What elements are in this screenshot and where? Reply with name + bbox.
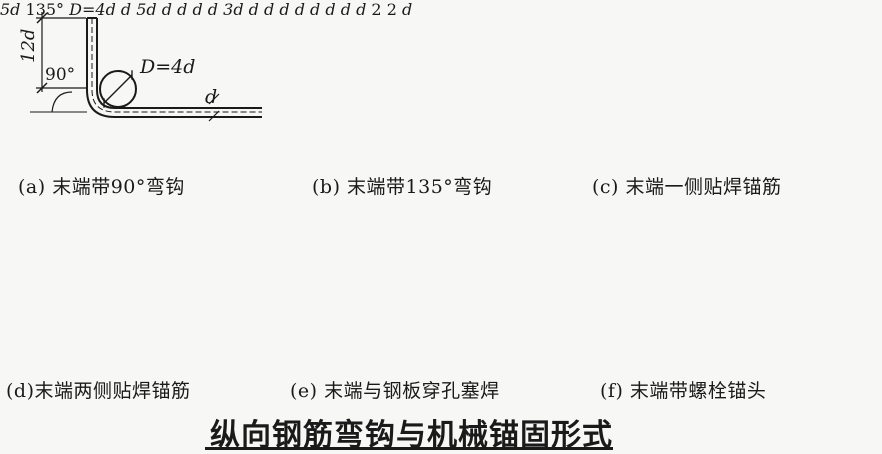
- panel-a-90-hook: 12d 90° D=4d d: [18, 12, 262, 122]
- section-circle-d-1: d d d: [295, 0, 341, 19]
- panel-b-straight-length: 5d: [0, 0, 21, 19]
- section-circle-d-2: d d d: [295, 0, 341, 19]
- welded-short-bar-c: 5d d d d d: [136, 0, 223, 19]
- panel-a-mandrel-label: D=4d: [139, 56, 195, 78]
- panel-b-135-hook: 5d 135° D=4d d: [0, 0, 136, 19]
- panel-d-caption: (d)末端两侧贴焊锚筋: [6, 380, 191, 402]
- plate-detail-e: 2 2: [371, 0, 402, 19]
- bar-a-inner: [96, 18, 262, 109]
- panel-d-section-label-1: d: [294, 0, 305, 19]
- panel-c-caption: (c) 末端一侧贴焊锚筋: [592, 176, 782, 198]
- panel-e-caption: (e) 末端与钢板穿孔塞焊: [290, 380, 500, 402]
- panel-f-caption: (f) 末端带螺栓锚头: [600, 380, 767, 402]
- panel-a-caption: (a) 末端带90°弯钩: [18, 176, 185, 198]
- panel-e-weld-size-1: 2: [371, 0, 382, 19]
- steel-plate-e: d d 2 2: [341, 0, 402, 19]
- panel-f-bolt-anchor-head: d: [402, 0, 412, 19]
- panel-b-bar-label: d: [120, 0, 132, 19]
- panel-e-bar-label-top: d: [340, 0, 351, 19]
- panel-c-section-label: d: [192, 0, 203, 19]
- panel-f-bar-label: d: [401, 0, 413, 19]
- welded-short-bar-d-bottom: 3d d d d d d: [223, 0, 341, 19]
- panel-d-weld-length: 3d: [223, 0, 244, 19]
- panel-a-bar-label: d: [205, 86, 217, 108]
- panel-b-angle: 135°: [25, 0, 65, 19]
- bar-b-inner: 5d 135° D=4d d: [0, 0, 136, 19]
- panel-e-plate-plug-weld: d d 2 2: [341, 0, 402, 19]
- panel-c-bar-label: d: [161, 0, 173, 19]
- panel-c-one-side-welded: 5d d d d d: [136, 0, 223, 19]
- bar-a-centerline: [91, 18, 262, 113]
- panel-d-two-side-welded: 3d d d d d d: [223, 0, 341, 19]
- panel-d-section-bottom: d: [325, 0, 336, 19]
- bar-b-outer: 5d 135° D=4d d: [0, 0, 136, 19]
- panel-d-section-label-2: d: [310, 0, 321, 19]
- title-underline: [205, 447, 613, 450]
- panel-d-bar-label-3: d: [279, 0, 290, 19]
- bolt-head-f: d: [402, 0, 412, 19]
- panel-e-bar-label: d: [356, 0, 367, 19]
- panel-e-weld-size-2: 2: [386, 0, 397, 19]
- bar-a-outer: [86, 18, 262, 118]
- panel-b-mandrel-label: D=4d: [69, 0, 116, 19]
- panel-b-caption: (b) 末端带135°弯钩: [312, 176, 493, 198]
- panel-c-weld-length: 5d: [136, 0, 157, 19]
- panel-d-bar-label-1: d: [248, 0, 259, 19]
- section-circle-c-top: d d: [192, 0, 223, 19]
- section-circle-c-bottom: d d: [192, 0, 223, 19]
- panel-a-angle: 90°: [45, 65, 75, 85]
- panel-c-bar-label-2: d: [177, 0, 188, 19]
- panel-d-bar-label-2: d: [264, 0, 275, 19]
- panel-a-straight-length: 12d: [18, 29, 39, 63]
- welded-short-bar-d-top: 3d d d d d d: [223, 0, 341, 19]
- mandrel-circle-b: 5d 135° D=4d d: [0, 0, 136, 19]
- panel-c-section-bottom: d: [207, 0, 219, 19]
- section-circle-d-3: d d d: [295, 0, 341, 19]
- bar-b-centerline: 5d 135° D=4d d: [0, 0, 136, 19]
